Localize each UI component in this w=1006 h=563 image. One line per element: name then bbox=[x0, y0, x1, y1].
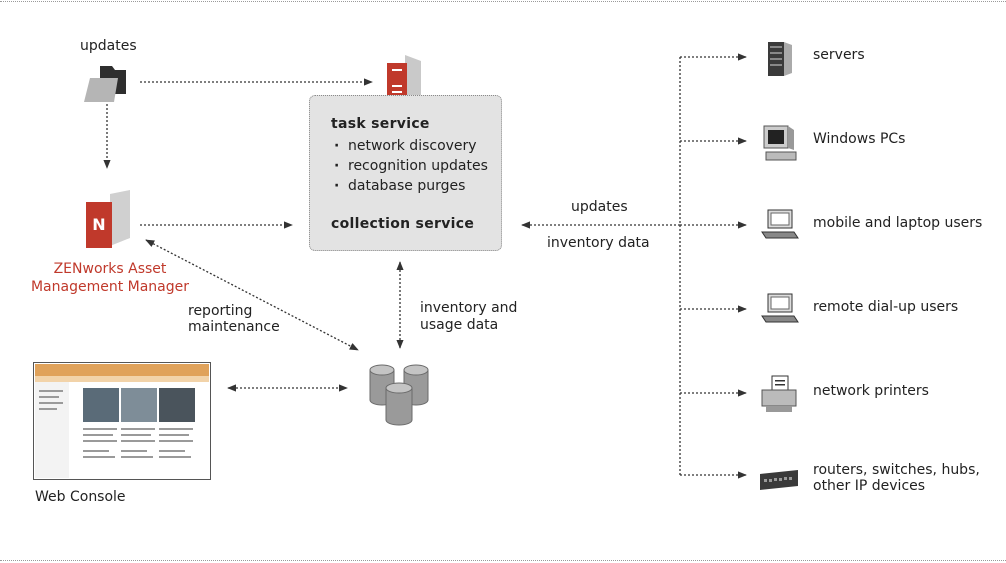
device-routers-line2: other IP devices bbox=[813, 478, 926, 494]
device-servers: servers bbox=[813, 47, 865, 63]
updates-source-label: updates bbox=[80, 38, 137, 54]
windows-pc-icon bbox=[763, 125, 797, 161]
updates-link-label: updates bbox=[571, 199, 628, 215]
inventory-usage-label-2: usage data bbox=[420, 317, 499, 333]
reporting-label: reporting bbox=[188, 303, 253, 319]
zenworks-logo-icon: N bbox=[86, 190, 130, 248]
web-console-label: Web Console bbox=[35, 489, 126, 505]
task-service-box: task service network discovery recogniti… bbox=[309, 95, 502, 251]
task-server-icon bbox=[387, 55, 421, 103]
printer-icon bbox=[761, 375, 797, 412]
device-routers-line1: routers, switches, hubs, bbox=[813, 462, 980, 478]
list-item: database purges bbox=[334, 176, 488, 196]
device-network-printers: network printers bbox=[813, 383, 929, 399]
laptop-dialup-icon bbox=[761, 293, 799, 323]
maintenance-label: maintenance bbox=[188, 319, 280, 335]
server-icon bbox=[768, 42, 792, 76]
collection-service-title: collection service bbox=[331, 216, 475, 232]
task-service-list: network discovery recognition updates da… bbox=[334, 136, 488, 196]
device-mobile-laptop: mobile and laptop users bbox=[813, 215, 983, 231]
bottom-divider bbox=[0, 560, 1006, 561]
inventory-usage-label-1: inventory and bbox=[420, 300, 518, 316]
updates-folder-icon bbox=[84, 66, 126, 102]
network-switch-icon bbox=[760, 470, 798, 490]
list-item: network discovery bbox=[334, 136, 488, 156]
inventory-data-label: inventory data bbox=[547, 235, 650, 251]
list-item: recognition updates bbox=[334, 156, 488, 176]
zenworks-label: ZENworks Asset Management Manager bbox=[30, 261, 190, 295]
task-service-title: task service bbox=[331, 116, 430, 132]
svg-text:N: N bbox=[92, 215, 105, 234]
device-remote-dialup: remote dial-up users bbox=[813, 299, 959, 315]
top-divider bbox=[0, 1, 1006, 2]
web-console-screenshot-icon bbox=[33, 362, 211, 480]
database-icon bbox=[369, 364, 429, 426]
laptop-icon bbox=[761, 209, 799, 239]
device-windows-pcs: Windows PCs bbox=[813, 131, 906, 147]
